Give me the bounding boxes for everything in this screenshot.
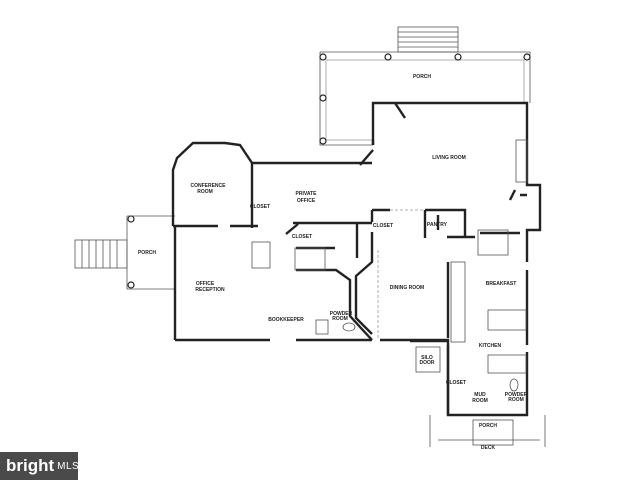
label-closet-c: CLOSET [373,223,393,229]
label-private-office: OFFICE [297,198,316,204]
label-private: PRIVATE [296,191,318,197]
label-deck: DECK [481,445,496,451]
label-mud-room: ROOM [472,398,488,404]
label-pantry: PANTRY [427,222,448,228]
label-office: OFFICE [196,281,215,287]
label-reception: RECEPTION [195,287,225,293]
label-powder-b-room: ROOM [508,397,524,403]
left-porch [74,215,175,290]
label-powder-a: POWDER [330,311,353,317]
logo-suffix: MLS [57,460,80,472]
label-closet-a: CLOSET [250,204,270,210]
label-kitchen: KITCHEN [479,343,502,349]
logo-brand: bright [6,456,55,475]
label-silo: SILO [421,355,433,361]
label-closet-b: CLOSET [292,234,312,240]
label-mud: MUD [474,392,486,398]
label-living-room: LIVING ROOM [432,155,466,161]
label-silo-door: DOOR [420,360,435,366]
label-conference-room: ROOM [197,189,213,195]
label-breakfast: BREAKFAST [486,281,517,287]
walls [171,101,542,417]
fixtures [251,139,546,447]
label-powder-b: POWDER [505,392,528,398]
top-porch [127,26,531,289]
room-labels: PORCH LIVING ROOM CONFERENCE ROOM PRIVAT… [138,74,528,451]
label-conference: CONFERENCE [190,183,226,189]
bright-mls-logo: bright MLS [0,452,80,480]
label-porch-left: PORCH [138,250,156,256]
label-dining-room: DINING ROOM [390,285,424,291]
label-closet-d: CLOSET [446,380,466,386]
label-porch-bottom: PORCH [479,423,497,429]
label-porch-top: PORCH [413,74,431,80]
label-powder-a-room: ROOM [332,316,348,322]
label-bookkeeper: BOOKKEEPER [268,317,304,323]
